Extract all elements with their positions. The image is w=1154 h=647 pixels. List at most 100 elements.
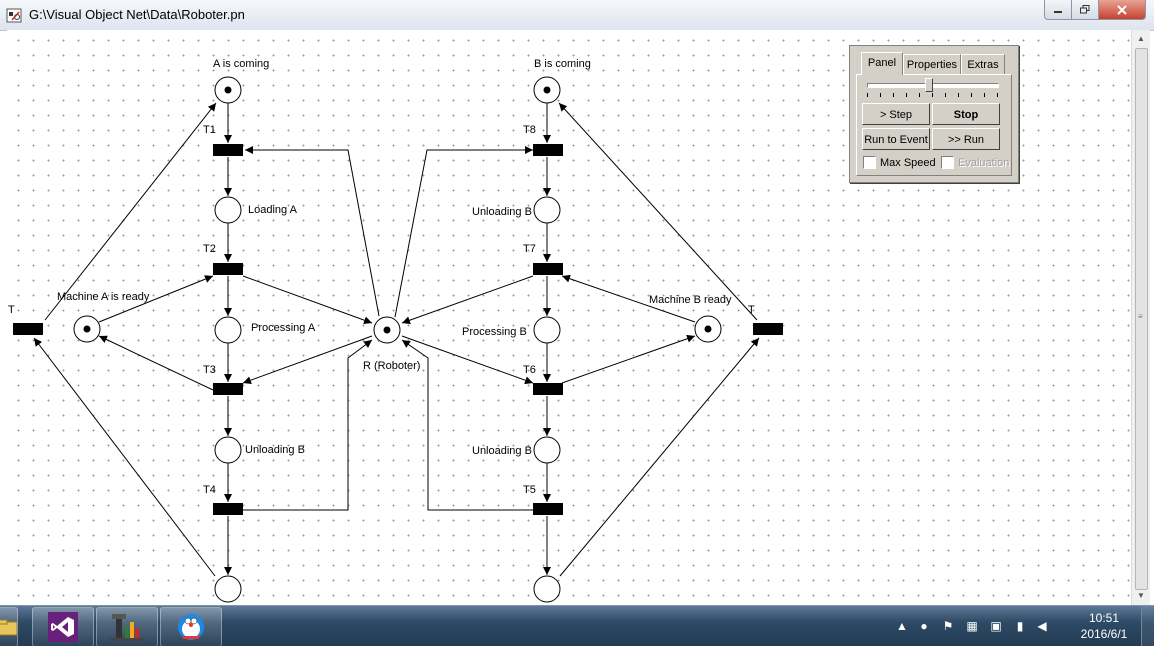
arc — [401, 339, 533, 511]
taskbar-visual-studio-button[interactable] — [32, 607, 94, 647]
label-processing-b: Processing B — [462, 326, 527, 338]
transition-t8[interactable] — [533, 144, 563, 156]
window-title: G:\Visual Object Net\Data\Roboter.pn — [29, 7, 245, 22]
place-processing-b[interactable] — [533, 316, 561, 344]
place-loading-a[interactable] — [214, 196, 242, 224]
evaluation-check-box — [941, 156, 954, 169]
close-button[interactable] — [1099, 0, 1146, 20]
token — [224, 86, 232, 94]
arc — [401, 335, 534, 385]
scroll-up-icon[interactable]: ▲ — [1137, 34, 1145, 43]
speed-slider-thumb[interactable] — [925, 78, 933, 92]
label-machine-b-ready: Machine B ready — [649, 294, 732, 306]
simulation-panel: Panel Properties Extras > Step Stop Run … — [849, 45, 1019, 183]
arc — [558, 102, 758, 321]
clock-time: 10:51 — [1088, 611, 1120, 625]
label-loading-a: Loading A — [248, 204, 298, 216]
label-t-right: T — [748, 304, 755, 316]
window-title-bar[interactable]: G:\Visual Object Net\Data\Roboter.pn — [0, 0, 1154, 31]
clock[interactable]: 10:51 2016/6/1 — [1064, 610, 1144, 642]
usb-device-icon[interactable]: ▣ — [990, 619, 1002, 633]
transition-t2[interactable] — [213, 263, 243, 275]
arc — [394, 146, 533, 318]
run-to-event-button[interactable]: Run to Event — [862, 128, 930, 150]
transition-t-right[interactable] — [753, 323, 783, 335]
minimize-icon — [1054, 10, 1062, 13]
folder-icon — [0, 619, 17, 636]
place-a-done[interactable] — [214, 575, 242, 603]
flag-error-icon[interactable]: ⚑ — [942, 619, 954, 633]
transition-t1[interactable] — [213, 144, 243, 156]
place-unloading-b-left[interactable] — [214, 436, 242, 464]
slider-ticks — [867, 93, 999, 97]
place-processing-a[interactable] — [214, 316, 242, 344]
transition-t6[interactable] — [533, 383, 563, 395]
labels: A is coming B is coming Loading A Unload… — [8, 58, 755, 496]
arc — [245, 146, 380, 317]
max-speed-label: Max Speed — [880, 156, 936, 169]
taskbar-petri-net-button[interactable] — [96, 607, 158, 647]
place-b-done[interactable] — [533, 575, 561, 603]
label-t1: T1 — [203, 124, 216, 136]
label-unloading-b-top: Unloading B — [472, 206, 532, 218]
taskbar-explorer-button[interactable] — [0, 607, 18, 647]
label-t-left: T — [8, 304, 15, 316]
arcs — [33, 102, 760, 577]
transition-t5[interactable] — [533, 503, 563, 515]
step-button[interactable]: > Step — [862, 103, 930, 125]
maximize-button[interactable] — [1072, 0, 1099, 20]
clock-date: 2016/6/1 — [1080, 627, 1128, 641]
arc — [98, 335, 214, 391]
app-icon — [6, 8, 22, 23]
label-t4: T4 — [203, 484, 216, 496]
transitions — [13, 144, 783, 515]
minimize-button[interactable] — [1044, 0, 1072, 20]
stop-button[interactable]: Stop — [932, 103, 1000, 125]
scrollbar-thumb[interactable]: ≡ — [1135, 48, 1148, 590]
vertical-scrollbar[interactable]: ▲ ≡ ▼ — [1131, 30, 1150, 605]
label-unloading-b-left: Unloading B — [245, 444, 305, 456]
show-desktop-button[interactable] — [1141, 606, 1154, 646]
evaluation-label: Evaluation — [958, 156, 1010, 169]
label-b-coming: B is coming — [534, 58, 591, 70]
arc — [401, 275, 534, 325]
windows-icon[interactable]: ▦ — [966, 619, 978, 633]
arc — [33, 337, 216, 577]
qq-penguin-icon[interactable]: ● — [920, 619, 928, 633]
visual-studio-icon — [48, 612, 78, 642]
evaluation-checkbox: Evaluation — [941, 156, 1009, 169]
run-button[interactable]: >> Run — [932, 128, 1000, 150]
restore-icon — [1080, 5, 1090, 14]
transition-t4[interactable] — [213, 503, 243, 515]
doraemon-icon — [178, 614, 204, 640]
petri-net-canvas[interactable]: A is coming B is coming Loading A Unload… — [7, 30, 1131, 605]
label-t8: T8 — [523, 124, 536, 136]
tab-properties[interactable]: Properties — [903, 54, 961, 75]
close-icon — [1117, 4, 1127, 15]
network-signal-icon[interactable]: ▮ — [1016, 619, 1024, 633]
tab-extras[interactable]: Extras — [961, 54, 1005, 75]
speed-slider-track[interactable] — [867, 83, 999, 88]
tab-panel[interactable]: Panel — [861, 52, 903, 75]
max-speed-check-box[interactable] — [863, 156, 876, 169]
place-unloading-b-top[interactable] — [533, 196, 561, 224]
volume-icon[interactable]: ◀ — [1037, 619, 1047, 633]
label-robot: R (Roboter) — [363, 360, 420, 372]
show-hidden-icons-icon[interactable]: ▲ — [896, 619, 908, 633]
taskbar-doraemon-button[interactable] — [160, 607, 222, 647]
label-t7: T7 — [523, 243, 536, 255]
scroll-down-icon[interactable]: ▼ — [1137, 591, 1145, 600]
panel-tab-body: > Step Stop Run to Event >> Run Max Spee… — [856, 74, 1012, 176]
arc — [561, 334, 696, 384]
transition-t7[interactable] — [533, 263, 563, 275]
tokens — [83, 86, 712, 334]
transition-t-left[interactable] — [13, 323, 43, 335]
arc — [561, 274, 696, 323]
token — [704, 325, 712, 333]
label-t2: T2 — [203, 243, 216, 255]
petri-net-tool-icon — [110, 614, 144, 641]
place-unloading-b-right[interactable] — [533, 436, 561, 464]
transition-t3[interactable] — [213, 383, 243, 395]
max-speed-checkbox[interactable]: Max Speed — [863, 156, 936, 169]
label-unloading-b-right: Unloading B — [472, 445, 532, 457]
